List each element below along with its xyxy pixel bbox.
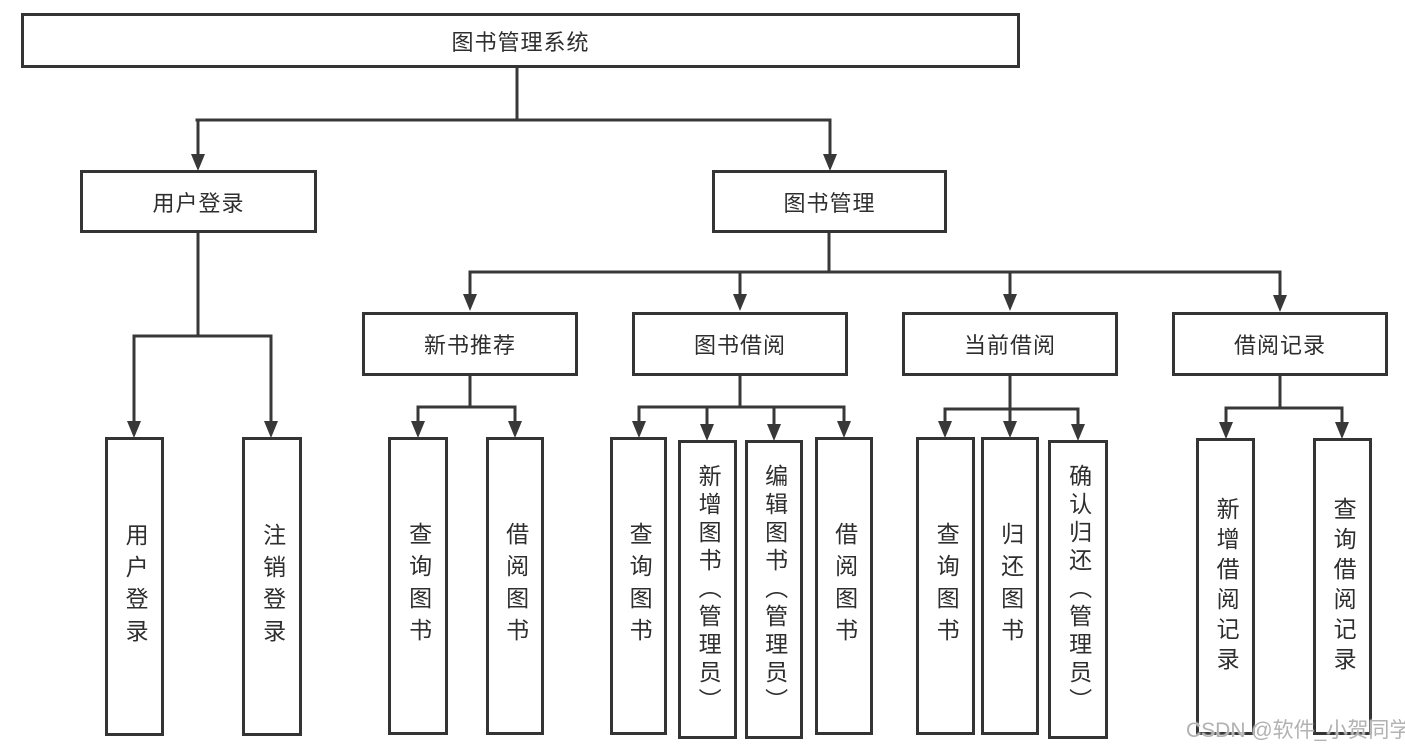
- node-label: 确认归还（管理员）: [1065, 463, 1092, 716]
- node-user-login: 用户登录: [80, 170, 317, 233]
- node-book-borrowing: 图书借阅: [632, 312, 848, 376]
- leaf-borrow-books-recommend: 借阅图书: [486, 437, 544, 735]
- node-label: 图书管理系统: [451, 29, 590, 55]
- node-label: 图书管理: [783, 190, 876, 216]
- node-borrowing-records: 借阅记录: [1172, 312, 1388, 376]
- csdn-watermark: CSDN @软件_小贺同学: [1186, 719, 1405, 742]
- node-label: 新增借阅记录: [1213, 496, 1240, 677]
- node-label: 查询图书: [405, 522, 432, 650]
- leaf-add-books-admin: 新增图书（管理员）: [678, 440, 737, 739]
- leaf-query-books-recommend: 查询图书: [388, 437, 448, 735]
- leaf-query-books-borrow: 查询图书: [610, 437, 667, 735]
- node-label: 查询图书: [933, 522, 960, 650]
- node-label: 用户登录: [122, 522, 149, 651]
- leaf-confirm-return-admin: 确认归还（管理员）: [1048, 440, 1108, 739]
- leaf-edit-books-admin: 编辑图书（管理员）: [745, 440, 803, 739]
- leaf-return-books: 归还图书: [981, 437, 1039, 735]
- node-label: 用户登录: [152, 190, 245, 216]
- leaf-add-borrow-record: 新增借阅记录: [1196, 438, 1255, 735]
- node-label: 借阅图书: [831, 522, 858, 650]
- node-library-management-system: 图书管理系统: [21, 13, 1020, 68]
- node-current-borrowing: 当前借阅: [902, 312, 1118, 376]
- arrowhead-icons: [127, 154, 1349, 441]
- node-label: 借阅记录: [1233, 333, 1326, 358]
- node-label: 新增图书（管理员）: [695, 463, 722, 716]
- leaf-user-login: 用户登录: [105, 437, 164, 736]
- leaf-borrow-books: 借阅图书: [815, 437, 873, 735]
- node-label: 图书借阅: [693, 333, 786, 358]
- leaf-logout: 注销登录: [242, 437, 302, 736]
- node-label: 归还图书: [997, 522, 1024, 650]
- leaf-query-books-current: 查询图书: [916, 437, 975, 735]
- node-label: 查询图书: [626, 522, 653, 650]
- tree-edges: [132, 66, 1344, 431]
- node-label: 注销登录: [259, 522, 286, 651]
- node-label: 当前借阅: [963, 333, 1056, 358]
- node-label: 编辑图书（管理员）: [761, 463, 788, 716]
- node-label: 查询借阅记录: [1330, 496, 1357, 677]
- node-label: 借阅图书: [502, 522, 529, 650]
- node-book-management: 图书管理: [712, 170, 947, 233]
- node-new-book-recommendation: 新书推荐: [362, 312, 578, 376]
- node-label: 新书推荐: [423, 333, 516, 358]
- leaf-query-borrow-record: 查询借阅记录: [1313, 438, 1372, 735]
